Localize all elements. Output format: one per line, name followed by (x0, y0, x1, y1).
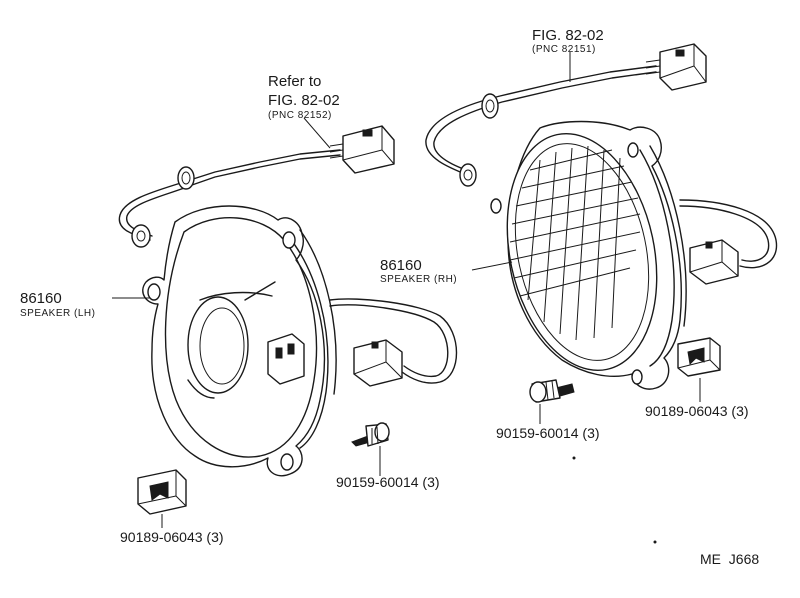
part-rh-name: SPEAKER (RH) (380, 274, 457, 285)
right-speaker-assembly (425, 43, 778, 390)
left-speaker-terminal (267, 333, 305, 385)
screw-lh-label: 90159-60014 (3) (336, 474, 440, 490)
left-speaker-cone (187, 296, 249, 394)
part-lh-name: SPEAKER (LH) (20, 308, 95, 319)
right-wire-grommet (481, 93, 499, 119)
fig-left-label: FIG. 82-02 (268, 92, 340, 109)
clip-lh-label: 90189-06043 (3) (120, 529, 224, 545)
part-lh-number: 86160 (20, 290, 62, 307)
right-top-connector (645, 43, 707, 91)
left-speaker-side-wire (329, 298, 458, 384)
pnc-right-label: (PNC 82151) (532, 44, 596, 55)
right-flange-holes (490, 142, 643, 385)
left-flange-holes (147, 231, 296, 471)
left-speaker-assembly (118, 125, 458, 477)
fig-right-label: FIG. 82-02 (532, 27, 604, 44)
left-top-connector (329, 125, 395, 174)
left-side-connector (353, 339, 403, 387)
right-speaker-grille-hatch (509, 145, 641, 341)
right-speaker-side-wire (679, 199, 778, 269)
left-clip-icon (137, 469, 187, 515)
right-speaker-leader (471, 261, 513, 271)
clip-rh-label: 90189-06043 (3) (645, 403, 749, 419)
pnc-left-label: (PNC 82152) (268, 110, 332, 121)
right-screw-icon (529, 379, 575, 403)
right-wire-grommet-lower (459, 163, 477, 187)
left-wire-grommet (177, 166, 195, 190)
left-screw-icon (351, 422, 390, 447)
right-side-connector (689, 239, 739, 285)
right-clip-icon (677, 337, 721, 377)
part-rh-number: 86160 (380, 257, 422, 274)
diagram-code: ME J668 (700, 551, 759, 567)
left-wire-grommet-lower (131, 224, 151, 248)
screw-rh-label: 90159-60014 (3) (496, 425, 600, 441)
refer-to-label: Refer to (268, 73, 321, 90)
